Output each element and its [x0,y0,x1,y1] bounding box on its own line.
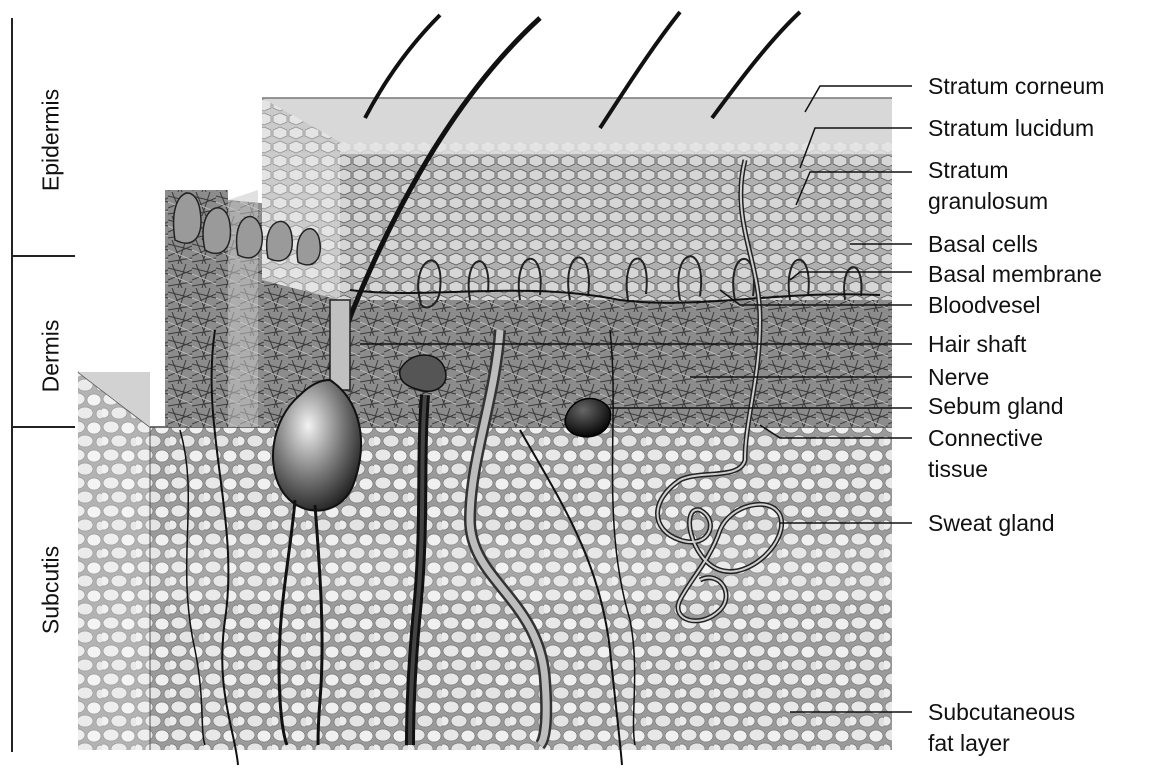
layer-label-dermis: Dermis [38,320,65,393]
label-connective-tissue-line2: tissue [928,454,988,484]
label-nerve: Nerve [928,362,989,392]
label-stratum-granulosum-line2: granulosum [928,186,1048,216]
label-hair-shaft: Hair shaft [928,329,1026,359]
label-basal-membrane: Basal membrane [928,259,1102,289]
label-subcutaneous-fat-line2: fat layer [928,728,1010,758]
label-stratum-lucidum: Stratum lucidum [928,113,1094,143]
layer-label-epidermis: Epidermis [38,89,65,191]
layer-label-subcutis: Subcutis [38,546,65,634]
label-basal-cells: Basal cells [928,229,1038,259]
label-stratum-corneum: Stratum corneum [928,71,1104,101]
label-sebum-gland: Sebum gland [928,391,1064,421]
label-subcutaneous-fat-line1: Subcutaneous [928,697,1075,727]
label-sweat-gland: Sweat gland [928,508,1055,538]
label-connective-tissue-line1: Connective [928,423,1043,453]
epidermis-block [262,98,892,300]
label-stratum-granulosum-line1: Stratum [928,155,1009,185]
label-bloodvesel: Bloodvesel [928,290,1041,320]
